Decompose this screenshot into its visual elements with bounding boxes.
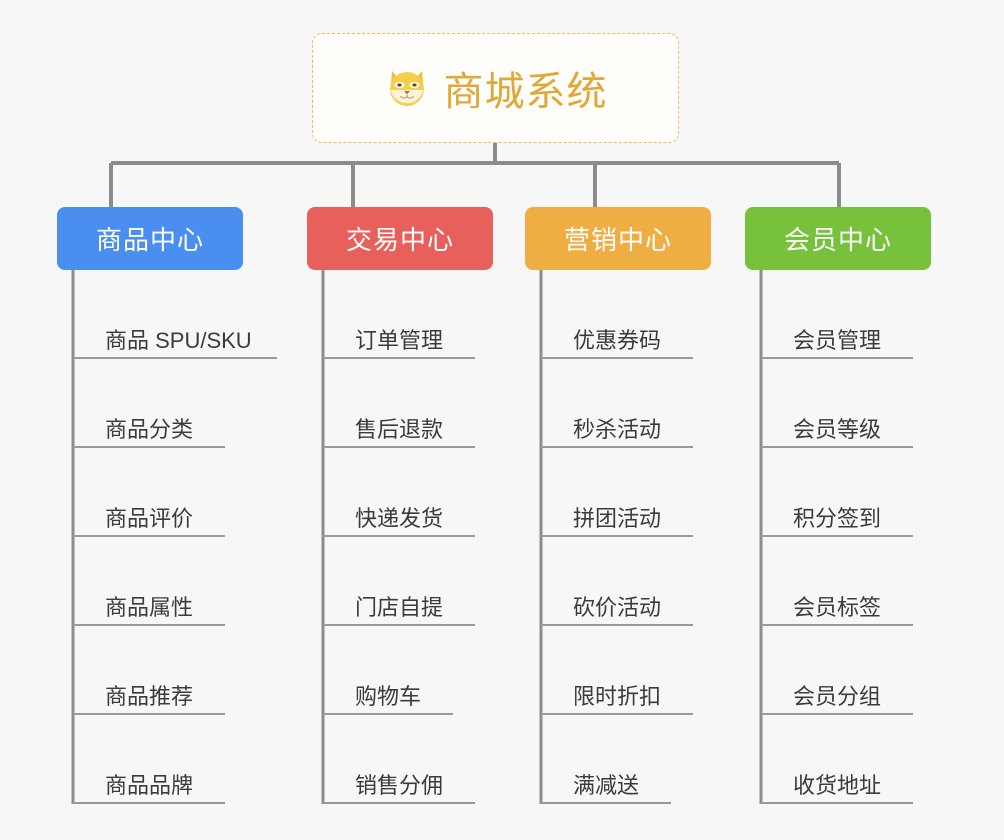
leaf-underline: [323, 624, 475, 626]
leaf-item[interactable]: 商品 SPU/SKU: [73, 270, 277, 359]
leaf-item[interactable]: 优惠券码: [541, 270, 693, 359]
root-title: 商城系统: [443, 70, 608, 114]
root-node[interactable]: 商城系统: [312, 33, 679, 143]
leaf-underline: [761, 802, 913, 804]
leaf-underline: [761, 357, 913, 359]
category-label: 营销中心: [563, 225, 672, 255]
leaf-label: 满减送: [573, 772, 640, 798]
category-box-member-center[interactable]: 会员中心: [745, 207, 931, 270]
leaf-underline: [761, 535, 913, 537]
leaf-underline: [73, 446, 225, 448]
leaf-label: 会员标签: [793, 594, 882, 620]
leaf-label: 商品 SPU/SKU: [105, 327, 252, 353]
leaf-underline: [73, 535, 225, 537]
leaf-item[interactable]: 商品分类: [73, 359, 252, 448]
leaf-item[interactable]: 购物车: [323, 626, 453, 715]
leaf-item[interactable]: 收货地址: [761, 715, 913, 804]
leaf-underline: [73, 624, 225, 626]
leaf-underline: [323, 535, 475, 537]
leaf-item[interactable]: 售后退款: [323, 359, 475, 448]
category-label: 会员中心: [783, 225, 892, 255]
leaf-underline: [541, 357, 693, 359]
leaf-underline: [73, 357, 277, 359]
leaf-item[interactable]: 销售分佣: [323, 715, 475, 804]
leaf-label: 商品品牌: [105, 772, 194, 798]
leaf-item[interactable]: 门店自提: [323, 537, 475, 626]
leaf-item[interactable]: 商品推荐: [73, 626, 252, 715]
leaf-label: 订单管理: [355, 327, 444, 353]
leaf-underline: [541, 446, 693, 448]
leaf-label: 限时折扣: [573, 683, 662, 709]
leaf-underline: [541, 713, 693, 715]
leaf-item[interactable]: 会员分组: [761, 626, 913, 715]
leaf-item[interactable]: 商品品牌: [73, 715, 252, 804]
category-box-trade-center[interactable]: 交易中心: [307, 207, 493, 270]
leaf-label: 秒杀活动: [573, 416, 662, 442]
leaf-item[interactable]: 订单管理: [323, 270, 475, 359]
leaf-label: 售后退款: [355, 416, 444, 442]
leaf-underline: [73, 802, 225, 804]
leaf-underline: [323, 446, 475, 448]
leaf-label: 会员等级: [793, 416, 882, 442]
category-label: 交易中心: [345, 225, 454, 255]
category-label: 商品中心: [95, 225, 204, 255]
leaf-underline: [541, 535, 693, 537]
leaf-item[interactable]: 砍价活动: [541, 537, 693, 626]
leaf-item[interactable]: 会员标签: [761, 537, 913, 626]
leaf-item[interactable]: 满减送: [541, 715, 671, 804]
leaf-label: 商品分类: [105, 416, 194, 442]
leaf-label: 商品属性: [105, 594, 194, 620]
leaf-item[interactable]: 快递发货: [323, 448, 475, 537]
shiba-dog-face-icon: [384, 65, 430, 111]
leaf-underline: [323, 357, 475, 359]
leaf-underline: [541, 624, 693, 626]
leaf-item[interactable]: 商品评价: [73, 448, 252, 537]
leaf-item[interactable]: 商品属性: [73, 537, 252, 626]
leaf-label: 门店自提: [355, 594, 444, 620]
leaf-underline: [541, 802, 671, 804]
leaf-label: 快递发货: [355, 505, 444, 531]
leaf-label: 购物车: [355, 683, 422, 709]
leaf-underline: [323, 802, 475, 804]
leaf-item[interactable]: 秒杀活动: [541, 359, 693, 448]
leaf-item[interactable]: 积分签到: [761, 448, 913, 537]
category-box-product-center[interactable]: 商品中心: [57, 207, 243, 270]
leaf-underline: [761, 713, 913, 715]
leaf-underline: [323, 713, 453, 715]
leaf-label: 拼团活动: [573, 505, 662, 531]
leaf-label: 商品评价: [105, 505, 194, 531]
leaf-label: 积分签到: [793, 505, 882, 531]
leaf-list-trade-center: 订单管理售后退款快递发货门店自提购物车销售分佣: [323, 270, 475, 804]
leaf-label: 会员管理: [793, 327, 882, 353]
category-box-marketing-center[interactable]: 营销中心: [525, 207, 711, 270]
leaf-list-member-center: 会员管理会员等级积分签到会员标签会员分组收货地址: [761, 270, 913, 804]
leaf-underline: [73, 713, 225, 715]
leaf-label: 会员分组: [793, 683, 882, 709]
leaf-label: 优惠券码: [573, 327, 662, 353]
leaf-item[interactable]: 拼团活动: [541, 448, 693, 537]
leaf-underline: [761, 624, 913, 626]
leaf-list-marketing-center: 优惠券码秒杀活动拼团活动砍价活动限时折扣满减送: [541, 270, 693, 804]
leaf-label: 商品推荐: [105, 683, 194, 709]
leaf-list-product-center: 商品 SPU/SKU 商品分类商品评价商品属性商品推荐商品品牌: [73, 270, 277, 804]
leaf-item[interactable]: 会员等级: [761, 359, 913, 448]
leaf-label: 销售分佣: [355, 772, 444, 798]
leaf-item[interactable]: 限时折扣: [541, 626, 693, 715]
leaf-label: 砍价活动: [573, 594, 662, 620]
leaf-underline: [761, 446, 913, 448]
leaf-item[interactable]: 会员管理: [761, 270, 913, 359]
leaf-label: 收货地址: [793, 772, 882, 798]
